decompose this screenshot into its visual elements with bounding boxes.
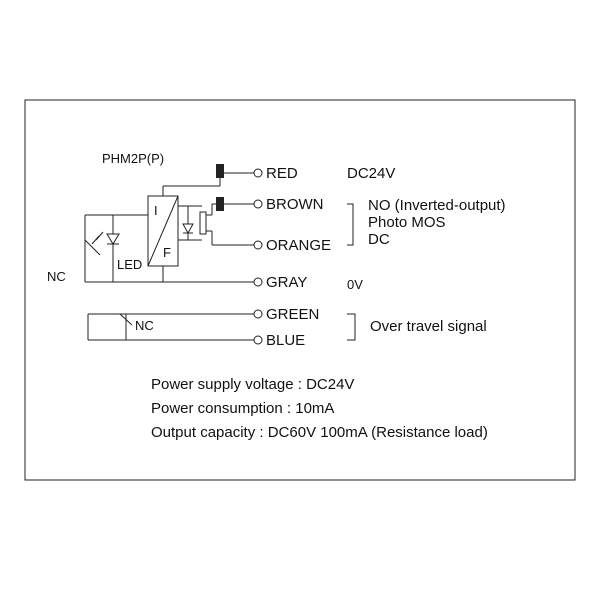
brown-terminal bbox=[253, 199, 263, 209]
diagram-frame bbox=[24, 99, 576, 481]
mos-led bbox=[182, 223, 194, 235]
nc-left-label: NC bbox=[47, 269, 66, 284]
spec-line: Output capacity : DC60V 100mA (Resistanc… bbox=[151, 424, 488, 441]
red-fuse bbox=[216, 164, 224, 178]
if-block-divider bbox=[147, 195, 179, 267]
no-line3: DC bbox=[368, 231, 390, 248]
dc24v-label: DC24V bbox=[347, 165, 395, 182]
orange-label: ORANGE bbox=[266, 237, 331, 254]
gray-label: GRAY bbox=[266, 274, 307, 291]
over-travel-bracket bbox=[347, 313, 356, 341]
no-line2: Photo MOS bbox=[368, 214, 446, 231]
led-label: LED bbox=[117, 257, 142, 272]
red-terminal bbox=[253, 168, 263, 178]
over-travel-label: Over travel signal bbox=[370, 318, 487, 335]
no-bracket bbox=[347, 203, 354, 246]
nc-contact bbox=[84, 239, 101, 256]
mos-switch bbox=[199, 211, 207, 235]
if-i-label: I bbox=[154, 203, 158, 218]
no-line1: NO (Inverted-output) bbox=[368, 197, 506, 214]
led-diode bbox=[106, 233, 120, 245]
green-label: GREEN bbox=[266, 306, 319, 323]
if-f-label: F bbox=[163, 245, 171, 260]
brown-label: BROWN bbox=[266, 196, 324, 213]
green-terminal bbox=[253, 309, 263, 319]
red-label: RED bbox=[266, 165, 298, 182]
led-arrow-2 bbox=[91, 235, 100, 245]
gray-terminal bbox=[253, 277, 263, 287]
spec-line: Power supply voltage : DC24V bbox=[151, 376, 354, 393]
spec-line: Power consumption : 10mA bbox=[151, 400, 334, 417]
zero-v-label: 0V bbox=[347, 277, 363, 292]
model-label: PHM2P(P) bbox=[102, 151, 164, 166]
blue-terminal bbox=[253, 335, 263, 345]
blue-label: BLUE bbox=[266, 332, 305, 349]
brown-fuse bbox=[216, 197, 224, 211]
orange-terminal bbox=[253, 240, 263, 250]
nc-switch-label: NC bbox=[135, 318, 154, 333]
